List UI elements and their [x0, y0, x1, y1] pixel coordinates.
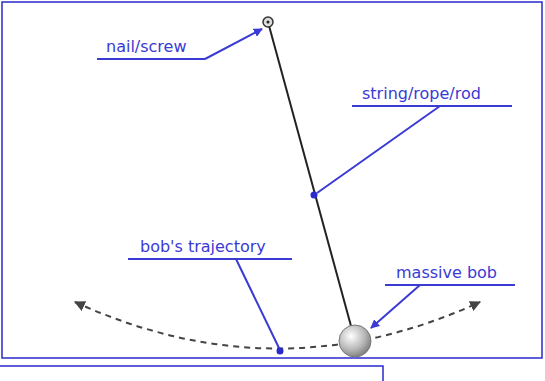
label-underline — [352, 105, 512, 107]
frame-line — [0, 366, 383, 381]
rod — [268, 22, 351, 326]
nail — [263, 17, 273, 27]
leader-arrow — [205, 29, 262, 59]
leader-line — [317, 106, 440, 193]
label-underline — [97, 58, 205, 60]
part-label: nail/screw — [106, 38, 187, 56]
trajectory-arc — [75, 302, 480, 349]
label-underline — [128, 258, 292, 260]
nail-center — [267, 21, 270, 24]
frame — [2, 2, 542, 358]
leader-dot — [311, 192, 318, 199]
part-label: massive bob — [396, 264, 497, 282]
bob — [339, 325, 371, 357]
part-label: bob's trajectory — [140, 238, 266, 256]
leader-dot — [277, 348, 284, 355]
leader-arrow — [371, 285, 420, 328]
leader-line — [236, 259, 279, 348]
label-underline — [385, 284, 515, 286]
part-label: string/rope/rod — [362, 85, 481, 103]
